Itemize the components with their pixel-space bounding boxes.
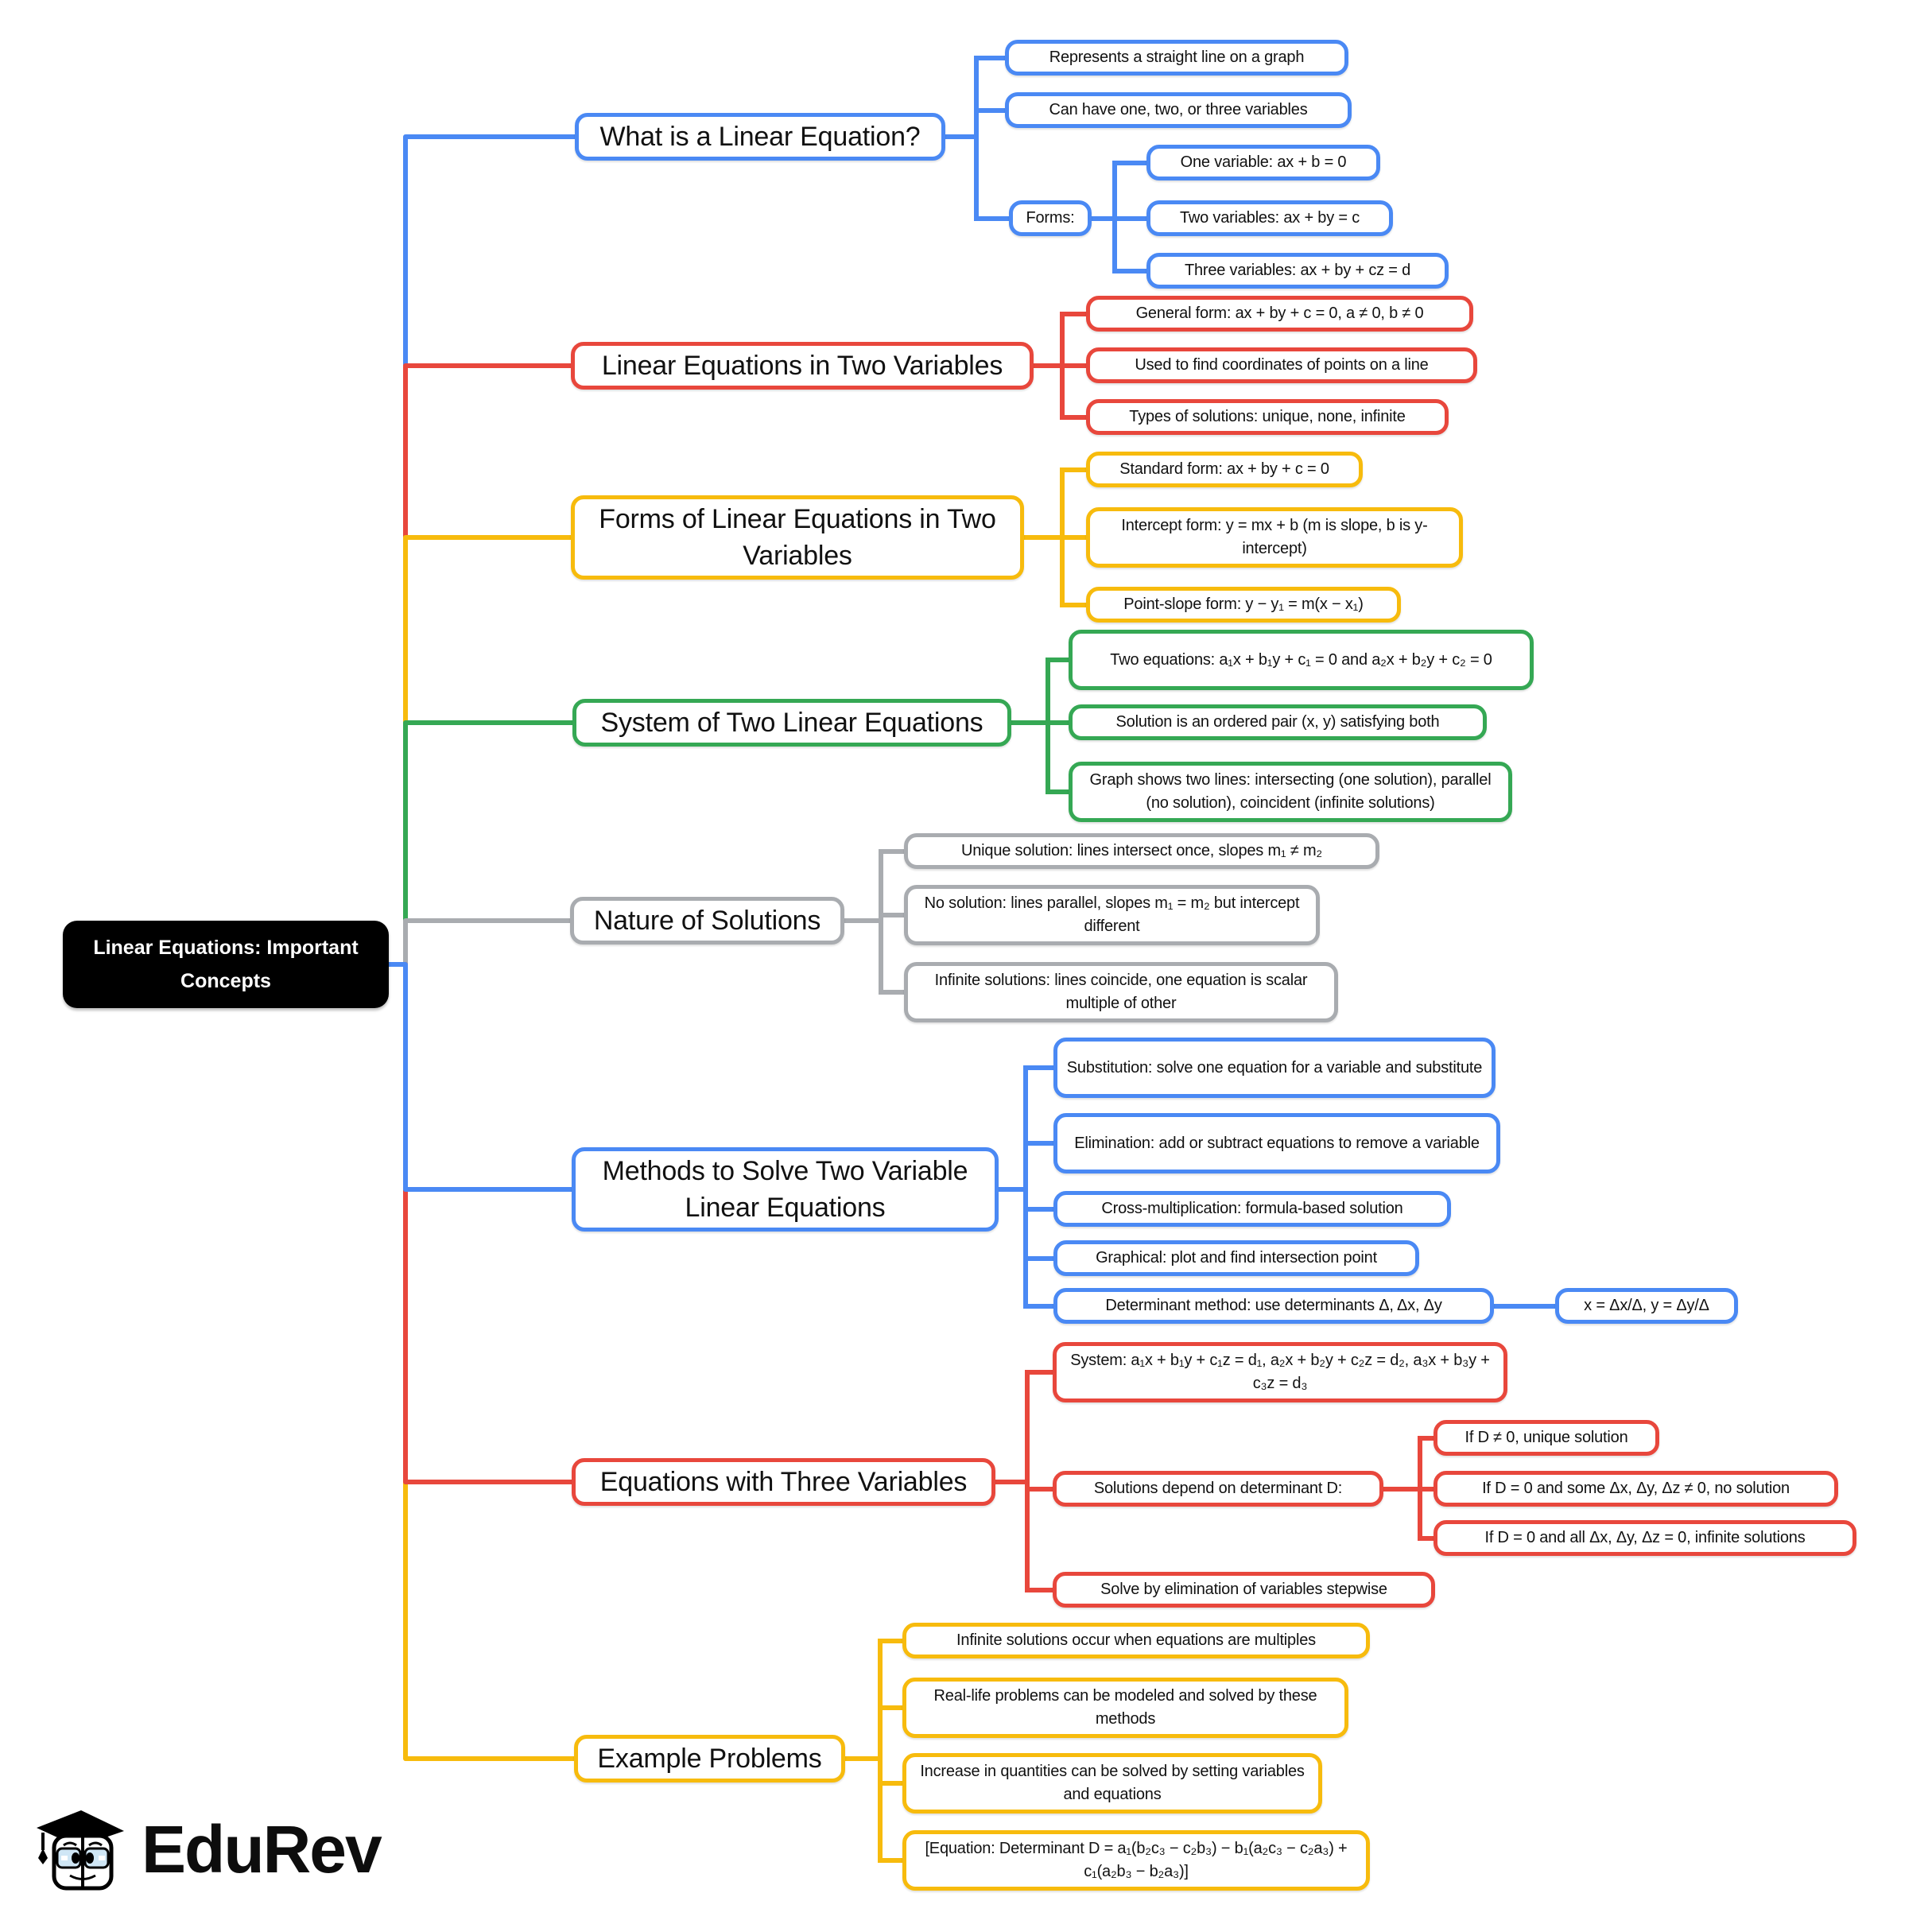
connector-branch3-children — [1022, 467, 1088, 607]
node-one-two-three-variables: Can have one, two, or three variables — [1005, 92, 1352, 128]
node-coordinates-on-line: Used to find coordinates of points on a … — [1086, 347, 1477, 383]
connector-branch5-children — [842, 849, 906, 995]
connector-root-branch2 — [382, 363, 573, 967]
node-two-equations: Two equations: a₁x + b₁y + c₁ = 0 and a₂… — [1069, 630, 1534, 690]
connector-root-branch3 — [382, 535, 573, 967]
connector-branch4-children — [1009, 658, 1071, 794]
node-infinite-solutions: Infinite solutions: lines coincide, one … — [904, 962, 1338, 1022]
connector-root-branch6 — [382, 962, 574, 1192]
branch-what-is-a-linear-equation: What is a Linear Equation? — [575, 113, 945, 161]
connector-branch8-children — [843, 1639, 905, 1863]
node-d-zero-all: If D = 0 and all Δx, Δy, Δz = 0, infinit… — [1433, 1520, 1856, 1556]
connector-root-branch7 — [382, 962, 574, 1484]
edurev-wordmark: EduRev — [142, 1811, 382, 1887]
node-two-variables-form: Two variables: ax + by = c — [1146, 200, 1393, 236]
connector-root-branch4 — [382, 720, 575, 967]
node-one-variable-form: One variable: ax + b = 0 — [1146, 145, 1380, 180]
node-determinant-equation: [Equation: Determinant D = a₁(b₂c₃ − c₂b… — [902, 1830, 1370, 1891]
branch-linear-equations-two-variables: Linear Equations in Two Variables — [571, 342, 1034, 390]
edurev-logo: EduRev — [32, 1803, 382, 1895]
branch-equations-three-variables: Equations with Three Variables — [572, 1458, 995, 1506]
connector-root-branch5 — [382, 918, 572, 967]
connector-branch7-children — [993, 1370, 1436, 1592]
node-cross-multiplication: Cross-multiplication: formula-based solu… — [1053, 1191, 1451, 1227]
node-types-of-solutions: Types of solutions: unique, none, infini… — [1086, 399, 1449, 435]
root-node: Linear Equations: Important Concepts — [63, 921, 389, 1008]
branch-nature-of-solutions: Nature of Solutions — [570, 897, 844, 945]
node-d-zero-some: If D = 0 and some Δx, Δy, Δz ≠ 0, no sol… — [1433, 1471, 1838, 1507]
connector-root-branch1 — [382, 134, 577, 967]
connector-branch1-children — [943, 56, 1149, 273]
node-system-three-equations: System: a₁x + b₁y + c₁z = d₁, a₂x + b₂y … — [1053, 1342, 1507, 1402]
node-increase-in-quantities: Increase in quantities can be solved by … — [902, 1753, 1322, 1814]
branch-forms-of-linear-equations: Forms of Linear Equations in Two Variabl… — [571, 495, 1024, 580]
node-intercept-form: Intercept form: y = mx + b (m is slope, … — [1086, 507, 1463, 568]
node-ordered-pair: Solution is an ordered pair (x, y) satis… — [1069, 704, 1487, 740]
node-substitution: Substitution: solve one equation for a v… — [1053, 1038, 1496, 1098]
node-determinant-formula: x = Δx/Δ, y = Δy/Δ — [1555, 1288, 1738, 1324]
node-unique-solution: Unique solution: lines intersect once, s… — [904, 833, 1379, 869]
branch-methods-to-solve: Methods to Solve Two Variable Linear Equ… — [572, 1147, 999, 1232]
node-d-nonzero: If D ≠ 0, unique solution — [1433, 1420, 1659, 1456]
node-straight-line: Represents a straight line on a graph — [1005, 40, 1348, 76]
branch-system-of-two-linear-equations: System of Two Linear Equations — [572, 699, 1011, 747]
node-general-form: General form: ax + by + c = 0, a ≠ 0, b … — [1086, 296, 1473, 332]
node-graph-two-lines: Graph shows two lines: intersecting (one… — [1069, 762, 1512, 822]
node-no-solution: No solution: lines parallel, slopes m₁ =… — [904, 885, 1320, 945]
node-graphical: Graphical: plot and find intersection po… — [1053, 1240, 1419, 1276]
node-three-variables-form: Three variables: ax + by + cz = d — [1146, 253, 1449, 289]
connector-branch2-children — [1031, 312, 1088, 420]
node-forms: Forms: — [1009, 200, 1092, 236]
node-standard-form: Standard form: ax + by + c = 0 — [1086, 452, 1363, 487]
node-solve-stepwise: Solve by elimination of variables stepwi… — [1053, 1572, 1435, 1608]
node-determinant-method: Determinant method: use determinants Δ, … — [1053, 1288, 1494, 1324]
connector-branch6-children — [996, 1065, 1558, 1309]
node-point-slope-form: Point-slope form: y − y₁ = m(x − x₁) — [1086, 587, 1401, 623]
node-real-life-problems: Real-life problems can be modeled and so… — [902, 1678, 1348, 1738]
branch-example-problems: Example Problems — [574, 1735, 845, 1783]
node-elimination: Elimination: add or subtract equations t… — [1053, 1113, 1500, 1173]
node-infinite-multiples: Infinite solutions occur when equations … — [902, 1623, 1370, 1658]
connector-root-branch8 — [382, 962, 576, 1761]
edurev-mascot-icon — [37, 1810, 124, 1891]
node-solutions-depend-on-d: Solutions depend on determinant D: — [1053, 1471, 1383, 1507]
